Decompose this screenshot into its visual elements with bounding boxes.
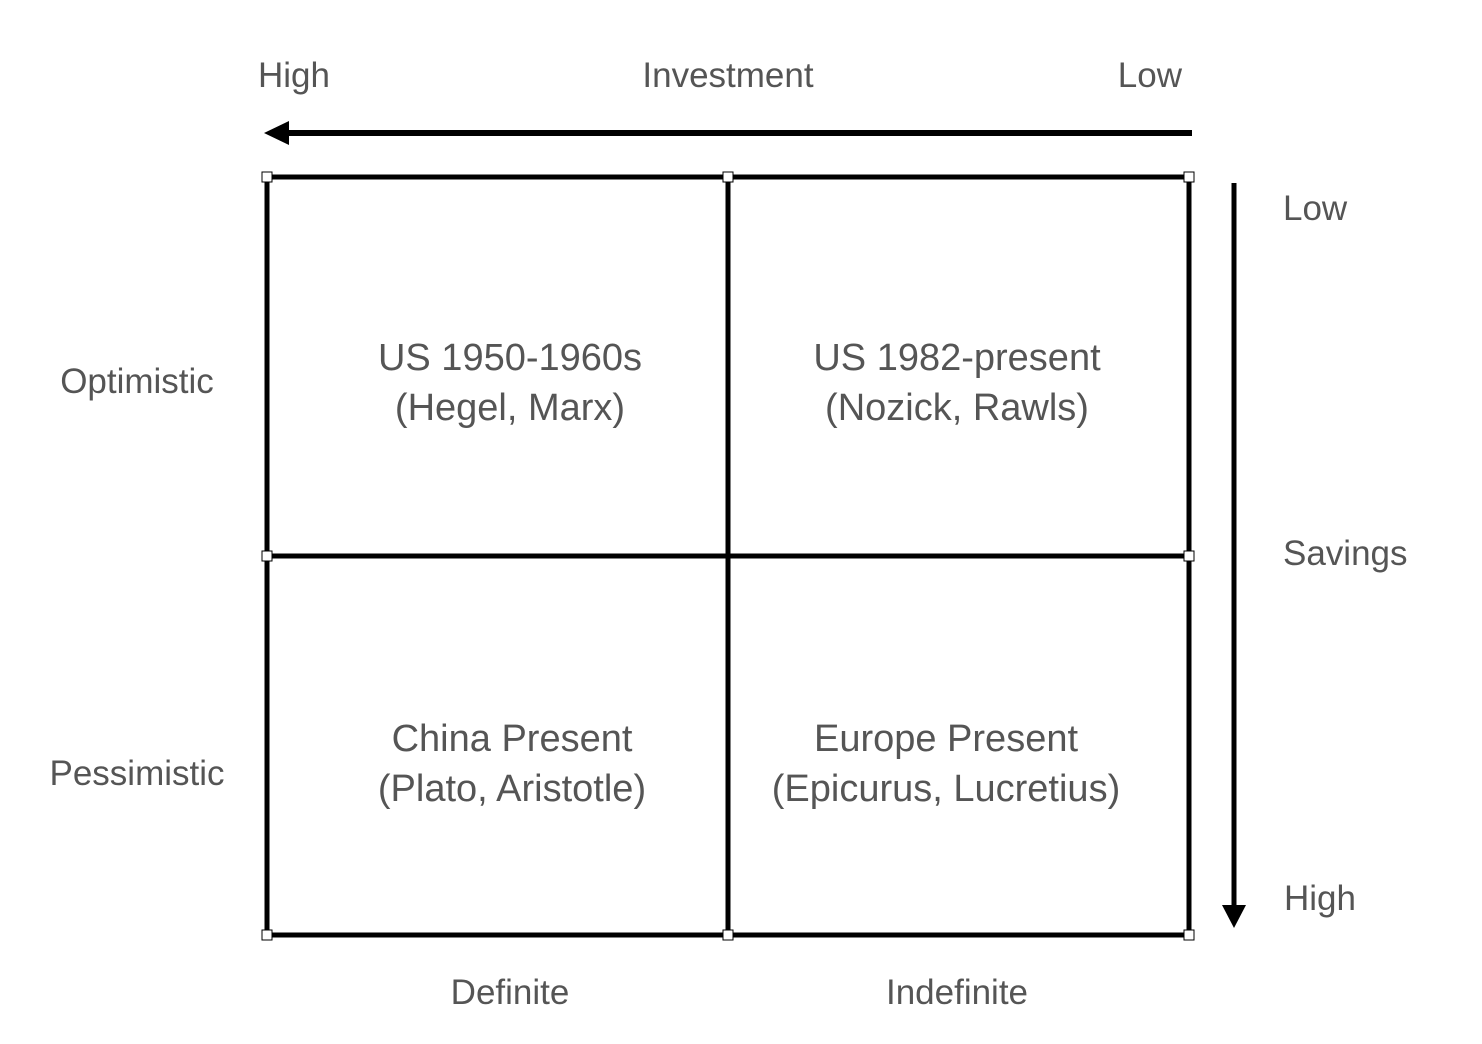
handle bbox=[261, 171, 273, 183]
handle bbox=[722, 171, 734, 183]
quadrant-bottom-right: Europe Present (Epicurus, Lucretius) bbox=[772, 714, 1120, 814]
savings-axis-title: Savings bbox=[1283, 534, 1408, 573]
row-label-pessimistic: Pessimistic bbox=[49, 754, 225, 793]
quadrant-top-right: US 1982-present (Nozick, Rawls) bbox=[813, 333, 1100, 433]
column-label-definite: Definite bbox=[450, 973, 570, 1012]
investment-low-label: Low bbox=[1117, 56, 1182, 95]
handle bbox=[261, 550, 273, 562]
quadrant-top-right-subtitle: (Nozick, Rawls) bbox=[825, 387, 1089, 429]
quadrant-bottom-right-title: Europe Present bbox=[813, 718, 1079, 760]
column-label-indefinite: Indefinite bbox=[885, 973, 1029, 1012]
quadrant-bottom-right-subtitle: (Epicurus, Lucretius) bbox=[771, 768, 1121, 810]
quadrant-top-left: US 1950-1960s (Hegel, Marx) bbox=[378, 333, 642, 433]
row-label-optimistic: Optimistic bbox=[60, 362, 214, 401]
handle bbox=[1183, 550, 1195, 562]
investment-axis-title: Investment bbox=[642, 56, 814, 95]
investment-high-label: High bbox=[258, 56, 330, 95]
handle bbox=[1183, 929, 1195, 941]
investment-arrow-head bbox=[264, 121, 289, 145]
savings-low-label: Low bbox=[1283, 189, 1348, 228]
quadrant-bottom-left-subtitle: (Plato, Aristotle) bbox=[377, 768, 647, 810]
quadrant-bottom-left: China Present (Plato, Aristotle) bbox=[378, 714, 646, 814]
savings-high-label: High bbox=[1284, 879, 1356, 918]
selection-handles bbox=[261, 171, 1195, 941]
quadrant-top-right-title: US 1982-present bbox=[813, 337, 1101, 379]
quadrant-bottom-left-title: China Present bbox=[391, 718, 633, 760]
quadrant-top-left-subtitle: (Hegel, Marx) bbox=[394, 387, 626, 429]
quadrant-grid bbox=[264, 174, 1192, 938]
quadrant-top-left-title: US 1950-1960s bbox=[377, 337, 643, 379]
handle bbox=[261, 929, 273, 941]
savings-arrow-head bbox=[1222, 905, 1246, 928]
handle bbox=[1183, 171, 1195, 183]
handle bbox=[722, 929, 734, 941]
